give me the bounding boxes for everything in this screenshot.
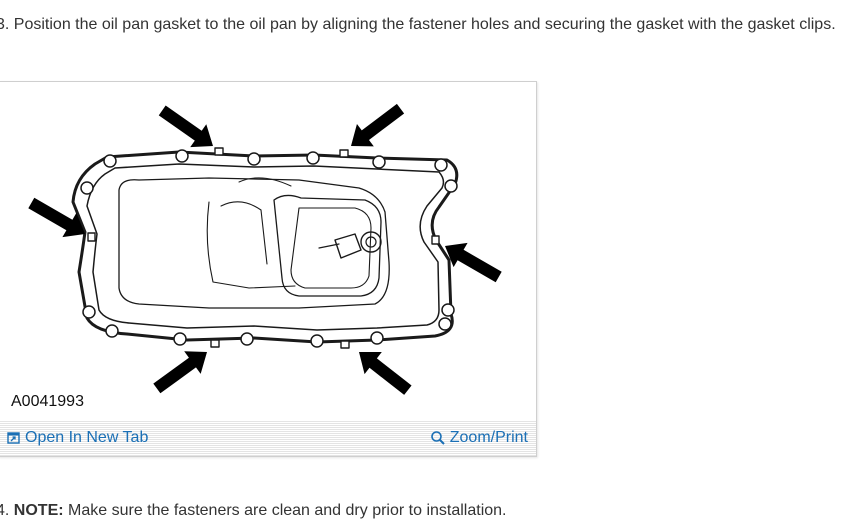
open-in-new-tab-link[interactable]: Open In New Tab — [7, 429, 148, 447]
zoom-print-label: Zoom/Print — [449, 429, 528, 446]
arrow-top-right — [351, 103, 405, 147]
arrow-bottom-right — [359, 352, 412, 395]
step-4-text: 4. NOTE: Make sure the fasteners are cle… — [0, 501, 506, 521]
arrow-left — [28, 197, 85, 238]
step-3-text: 3. Position the oil pan gasket to the oi… — [0, 16, 836, 33]
note-label: NOTE: — [13, 502, 64, 519]
arrow-top-left — [158, 105, 213, 148]
figure-footer: Open In New Tab Zoom/Print — [0, 420, 536, 456]
zoom-print-link[interactable]: Zoom/Print — [430, 429, 528, 447]
figure-container: A0041993 Open In New Tab Zoom/Print — [0, 81, 537, 457]
arrow-right — [445, 242, 502, 283]
step-4-number: 4. — [0, 502, 10, 519]
arrow-bottom-left — [153, 351, 207, 394]
note-text: Make sure the fasteners are clean and dr… — [68, 502, 507, 519]
oil-pan-gasket-illustration — [28, 103, 502, 395]
figure-id: A0041993 — [11, 393, 84, 410]
open-in-new-tab-label: Open In New Tab — [25, 429, 149, 446]
zoom-icon — [430, 431, 445, 445]
open-new-tab-icon — [7, 432, 20, 444]
